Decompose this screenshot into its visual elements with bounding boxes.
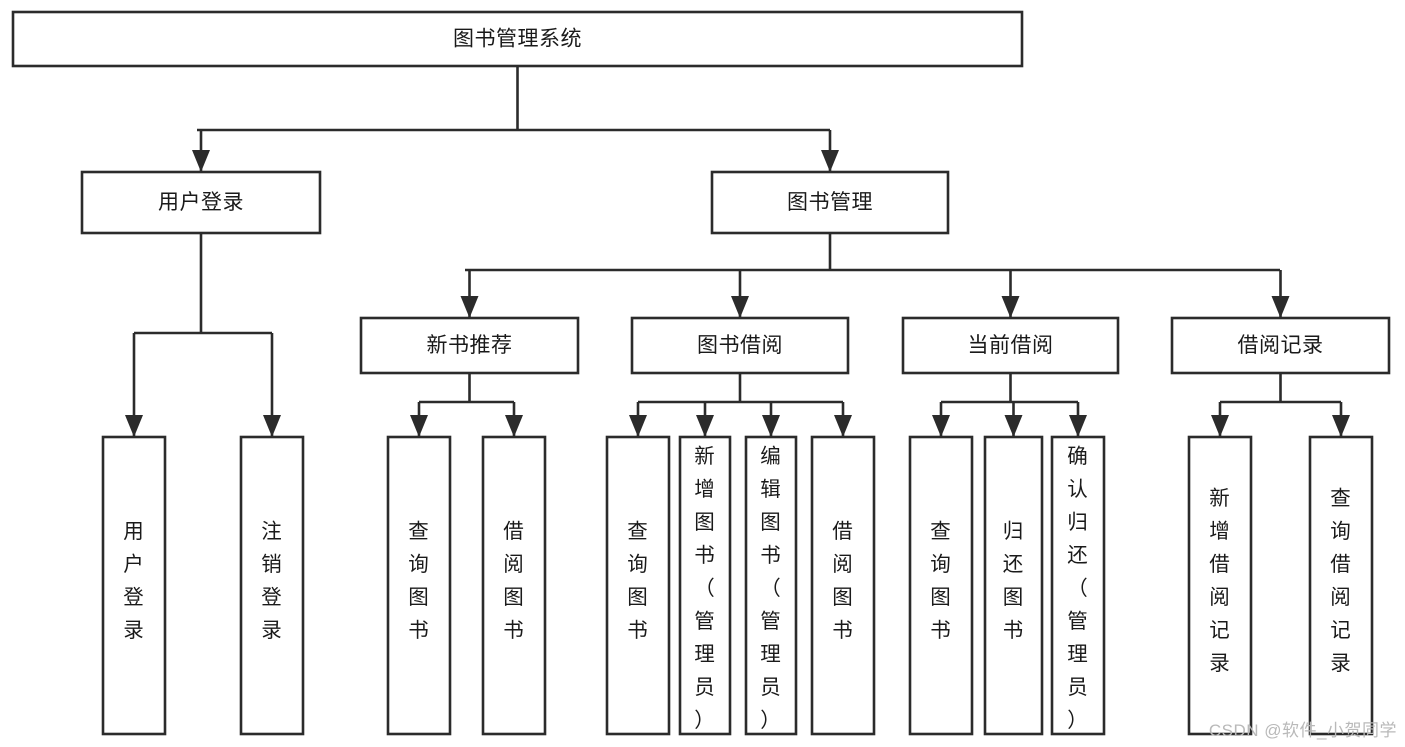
node-label-leaf-borrow-book: 借阅图书 (832, 520, 854, 642)
arrow-head-icon (629, 415, 647, 437)
arrow-head-icon (125, 415, 143, 437)
node-box-leaf-query-book-borrow (605, 435, 671, 736)
node-box-leaf-user-login (101, 435, 167, 736)
node-box-leaf-add-book (678, 435, 732, 736)
node-label-leaf-query-book-recommend: 查询图书 (408, 520, 430, 642)
node-leaf-query-borrow-record[interactable]: 查询借阅记录 (1308, 435, 1374, 736)
arrow-head-icon (731, 296, 749, 318)
arrow-head-icon (460, 296, 479, 318)
csdn-watermark: CSDN @软件_小贺同学 (1208, 721, 1397, 740)
connector-conn-book-manage-split (460, 233, 1290, 318)
node-label-leaf-logout: 注销登录 (261, 520, 283, 642)
node-label-leaf-add-book: 新增图书（管理员） (694, 445, 716, 732)
node-label-leaf-query-book-current: 查询图书 (930, 520, 952, 642)
arrow-head-icon (834, 415, 852, 437)
arrow-head-icon (263, 415, 281, 437)
node-leaf-confirm-return[interactable]: 确认归还（管理员） (1050, 435, 1106, 736)
arrow-head-icon (1001, 296, 1020, 318)
connector-conn-record-split (1211, 373, 1350, 437)
node-label-leaf-borrow-book-recommend: 借阅图书 (503, 520, 525, 642)
node-label-leaf-confirm-return: 确认归还（管理员） (1067, 445, 1089, 732)
node-box-leaf-confirm-return (1050, 435, 1106, 736)
node-box-leaf-borrow-book (810, 435, 876, 736)
node-borrow-record[interactable]: 借阅记录 (1170, 316, 1391, 375)
connector-conn-recommend-split (410, 373, 523, 437)
node-book-borrow[interactable]: 图书借阅 (630, 316, 850, 375)
node-label-root: 图书管理系统 (453, 28, 582, 51)
node-leaf-add-book[interactable]: 新增图书（管理员） (678, 435, 732, 736)
node-box-leaf-query-book-recommend (386, 435, 452, 736)
arrow-head-icon (696, 415, 714, 437)
node-label-leaf-query-book-borrow: 查询图书 (627, 520, 649, 642)
node-leaf-query-book-recommend[interactable]: 查询图书 (386, 435, 452, 736)
connector-conn-borrow-split (629, 373, 852, 437)
node-box-root (11, 10, 1024, 68)
node-label-new-book-recommend: 新书推荐 (427, 334, 513, 357)
node-leaf-return-book[interactable]: 归还图书 (983, 435, 1044, 736)
connector-conn-user-login-split (125, 233, 281, 437)
arrow-head-icon (1271, 296, 1290, 318)
node-box-user-login (80, 170, 322, 235)
node-label-user-login: 用户登录 (158, 191, 244, 214)
node-label-leaf-edit-book: 编辑图书（管理员） (760, 445, 782, 732)
arrow-head-icon (410, 415, 428, 437)
connector-conn-root-split (192, 66, 839, 172)
node-leaf-query-book-current[interactable]: 查询图书 (908, 435, 974, 736)
node-box-current-borrow (901, 316, 1120, 375)
node-label-book-borrow: 图书借阅 (697, 334, 783, 357)
arrow-head-icon (192, 150, 210, 172)
node-layer: 图书管理系统用户登录图书管理新书推荐图书借阅当前借阅借阅记录用户登录注销登录查询… (11, 10, 1391, 736)
node-user-login[interactable]: 用户登录 (80, 170, 322, 235)
node-leaf-logout[interactable]: 注销登录 (239, 435, 305, 736)
node-box-leaf-borrow-book-recommend (481, 435, 547, 736)
arrow-head-icon (1332, 415, 1350, 437)
node-leaf-user-login[interactable]: 用户登录 (101, 435, 167, 736)
node-label-book-manage: 图书管理 (787, 191, 873, 214)
node-new-book-recommend[interactable]: 新书推荐 (359, 316, 580, 375)
node-box-book-borrow (630, 316, 850, 375)
node-label-leaf-return-book: 归还图书 (1003, 520, 1025, 642)
node-leaf-borrow-book-recommend[interactable]: 借阅图书 (481, 435, 547, 736)
node-box-borrow-record (1170, 316, 1391, 375)
node-book-manage[interactable]: 图书管理 (710, 170, 950, 235)
arrow-head-icon (1069, 415, 1087, 437)
node-label-borrow-record: 借阅记录 (1238, 334, 1324, 357)
node-box-leaf-return-book (983, 435, 1044, 736)
arrow-head-icon (1004, 415, 1023, 437)
node-box-leaf-logout (239, 435, 305, 736)
node-box-leaf-query-borrow-record (1308, 435, 1374, 736)
node-label-leaf-add-borrow-record: 新增借阅记录 (1209, 487, 1231, 675)
arrow-head-icon (932, 415, 950, 437)
node-label-current-borrow: 当前借阅 (968, 334, 1054, 357)
node-leaf-edit-book[interactable]: 编辑图书（管理员） (744, 435, 798, 736)
node-leaf-borrow-book[interactable]: 借阅图书 (810, 435, 876, 736)
node-current-borrow[interactable]: 当前借阅 (901, 316, 1120, 375)
node-root[interactable]: 图书管理系统 (11, 10, 1024, 68)
node-label-leaf-user-login: 用户登录 (123, 520, 145, 642)
arrow-head-icon (821, 150, 839, 172)
node-box-leaf-edit-book (744, 435, 798, 736)
node-box-leaf-add-borrow-record (1187, 435, 1253, 736)
node-leaf-query-book-borrow[interactable]: 查询图书 (605, 435, 671, 736)
connector-conn-current-split (932, 373, 1087, 437)
connector-layer (125, 66, 1350, 437)
node-box-new-book-recommend (359, 316, 580, 375)
arrow-head-icon (505, 415, 523, 437)
arrow-head-icon (762, 415, 780, 437)
node-label-leaf-query-borrow-record: 查询借阅记录 (1330, 487, 1352, 675)
node-box-leaf-query-book-current (908, 435, 974, 736)
node-box-book-manage (710, 170, 950, 235)
arrow-head-icon (1211, 415, 1229, 437)
node-leaf-add-borrow-record[interactable]: 新增借阅记录 (1187, 435, 1253, 736)
